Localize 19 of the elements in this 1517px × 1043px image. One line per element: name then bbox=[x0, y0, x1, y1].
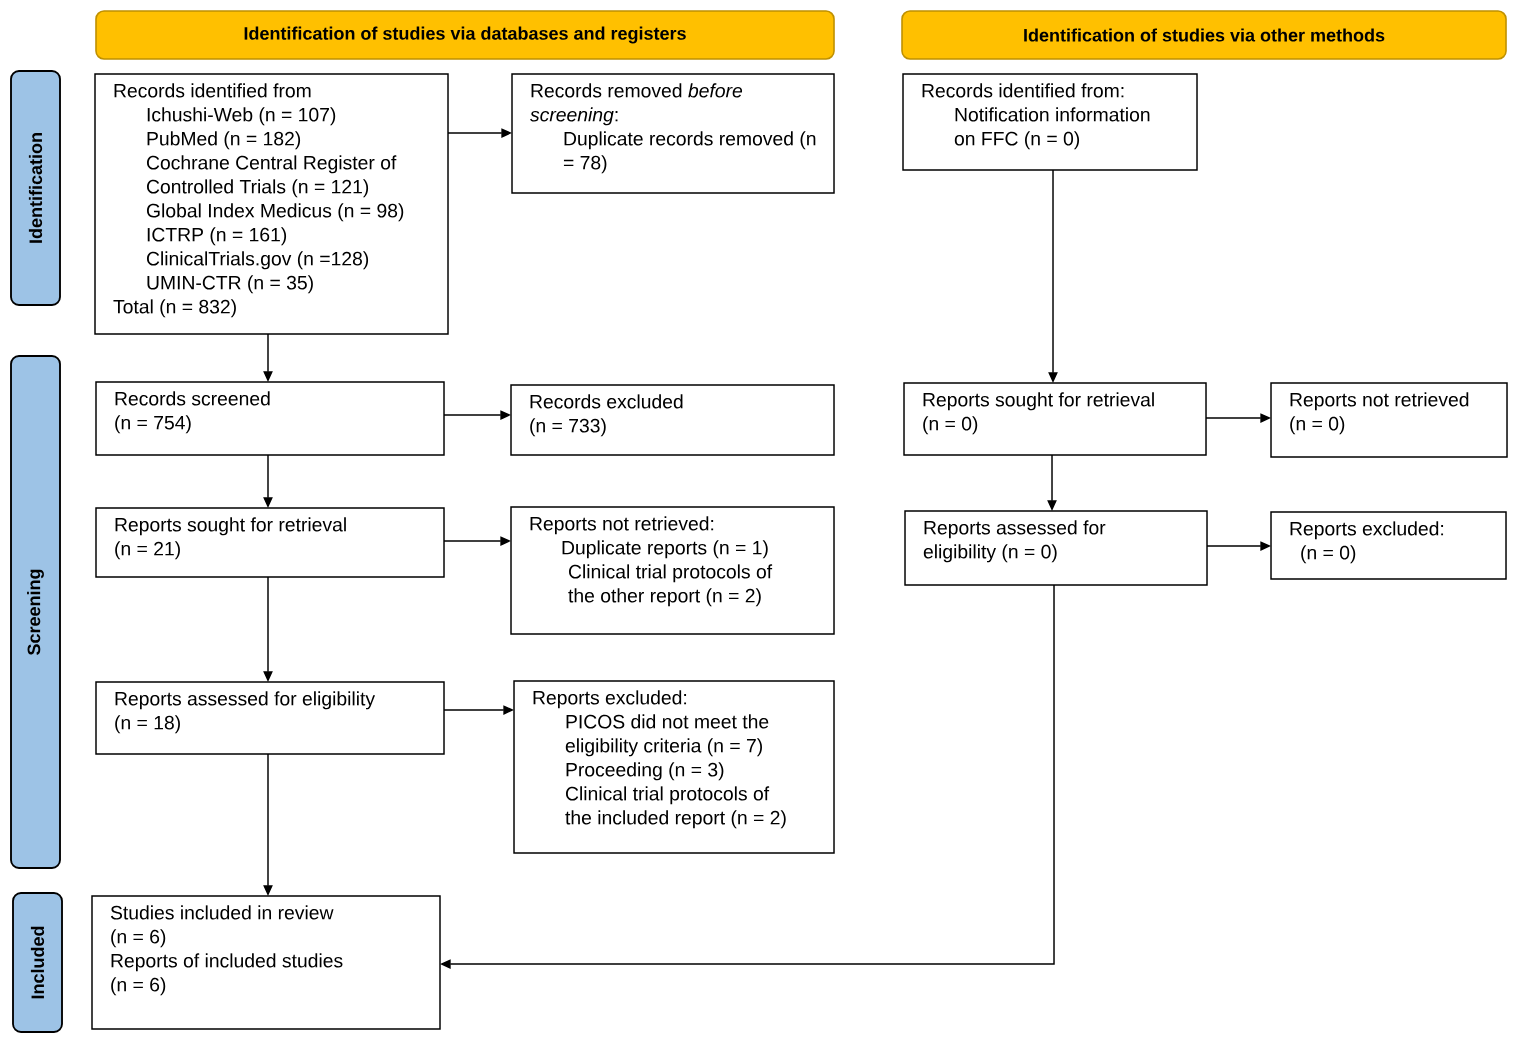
phase-bar: Identification bbox=[10, 70, 61, 306]
process-box: Records screened (n = 754) bbox=[95, 381, 445, 456]
section-header: Identification of studies via other methods bbox=[901, 10, 1507, 60]
process-box: Reports sought for retrieval (n = 0) bbox=[903, 382, 1207, 456]
process-box: Records identified from Ichushi-Web (n = 107) PubMed (n = 182) Cochrane Central Register of Controlled Trials (n = 121) Global Index Medicus (n = 98) ICTRP (n = 161) ClinicalTrials.gov (n =128) UMIN-CTR (n = 35) Total (n = 832) bbox=[94, 73, 449, 335]
process-box: Records removed before screening: Duplicate records removed (n = 78) bbox=[511, 73, 835, 194]
process-box: Reports assessed for eligibility (n = 0) bbox=[904, 510, 1208, 586]
process-box: Records identified from: Notification information on FFC (n = 0) bbox=[902, 73, 1198, 171]
process-box: Studies included in review (n = 6) Reports of included studies (n = 6) bbox=[91, 895, 441, 1030]
process-box: Reports excluded: (n = 0) bbox=[1270, 511, 1507, 580]
section-header: Identification of studies via databases and registers bbox=[95, 10, 835, 60]
phase-bar: Screening bbox=[10, 355, 61, 869]
process-box: Reports not retrieved: Duplicate reports (n = 1) Clinical trial protocols of the other report (n = 2) bbox=[510, 506, 835, 635]
process-box: Records excluded (n = 733) bbox=[510, 384, 835, 456]
process-box: Reports assessed for eligibility (n = 18) bbox=[95, 681, 445, 755]
phase-bar: Included bbox=[12, 892, 63, 1033]
process-box: Reports excluded: PICOS did not meet the eligibility criteria (n = 7) Proceeding (n = 3) Clinical trial protocols of the included report (n = 2) bbox=[513, 680, 835, 854]
process-box: Reports sought for retrieval (n = 21) bbox=[95, 507, 445, 578]
process-box: Reports not retrieved (n = 0) bbox=[1270, 382, 1508, 458]
